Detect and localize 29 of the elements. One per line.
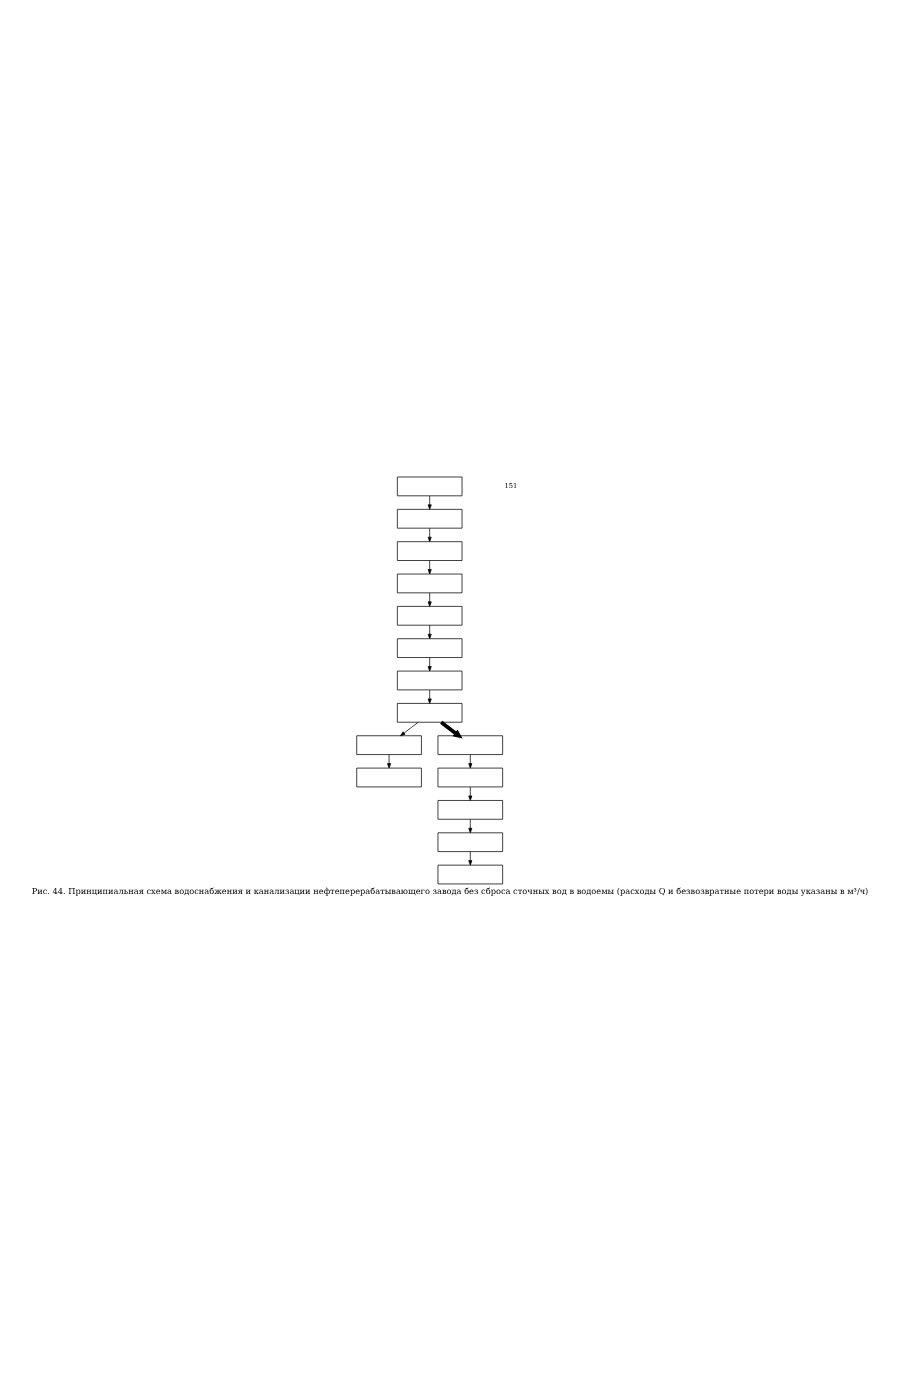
- arrow: [427, 624, 432, 640]
- node-box: [437, 832, 504, 852]
- node-box: [396, 670, 463, 691]
- arrow: [468, 851, 473, 866]
- node-box: [396, 573, 463, 594]
- arrow: [427, 689, 432, 704]
- arrow: [427, 527, 432, 543]
- node-box: [396, 541, 463, 561]
- arrow: [400, 721, 419, 737]
- arrow: [468, 819, 473, 834]
- arrow: [427, 495, 432, 510]
- node-box: [437, 767, 504, 788]
- node-box: [396, 476, 463, 497]
- arrow: [468, 754, 473, 769]
- node-box: [396, 508, 463, 529]
- arrow: [427, 560, 432, 575]
- node-box: [396, 638, 463, 658]
- node-box: [437, 800, 504, 820]
- arrow: [440, 720, 463, 739]
- arrow: [427, 592, 432, 607]
- node-box: [437, 735, 504, 755]
- arrow: [468, 786, 473, 801]
- node-box: [437, 864, 504, 885]
- node-box: [396, 606, 463, 626]
- node-box: [356, 767, 422, 788]
- arrow: [387, 754, 392, 769]
- node-box: [356, 735, 422, 755]
- arrow: [427, 657, 432, 672]
- node-box: [396, 703, 463, 723]
